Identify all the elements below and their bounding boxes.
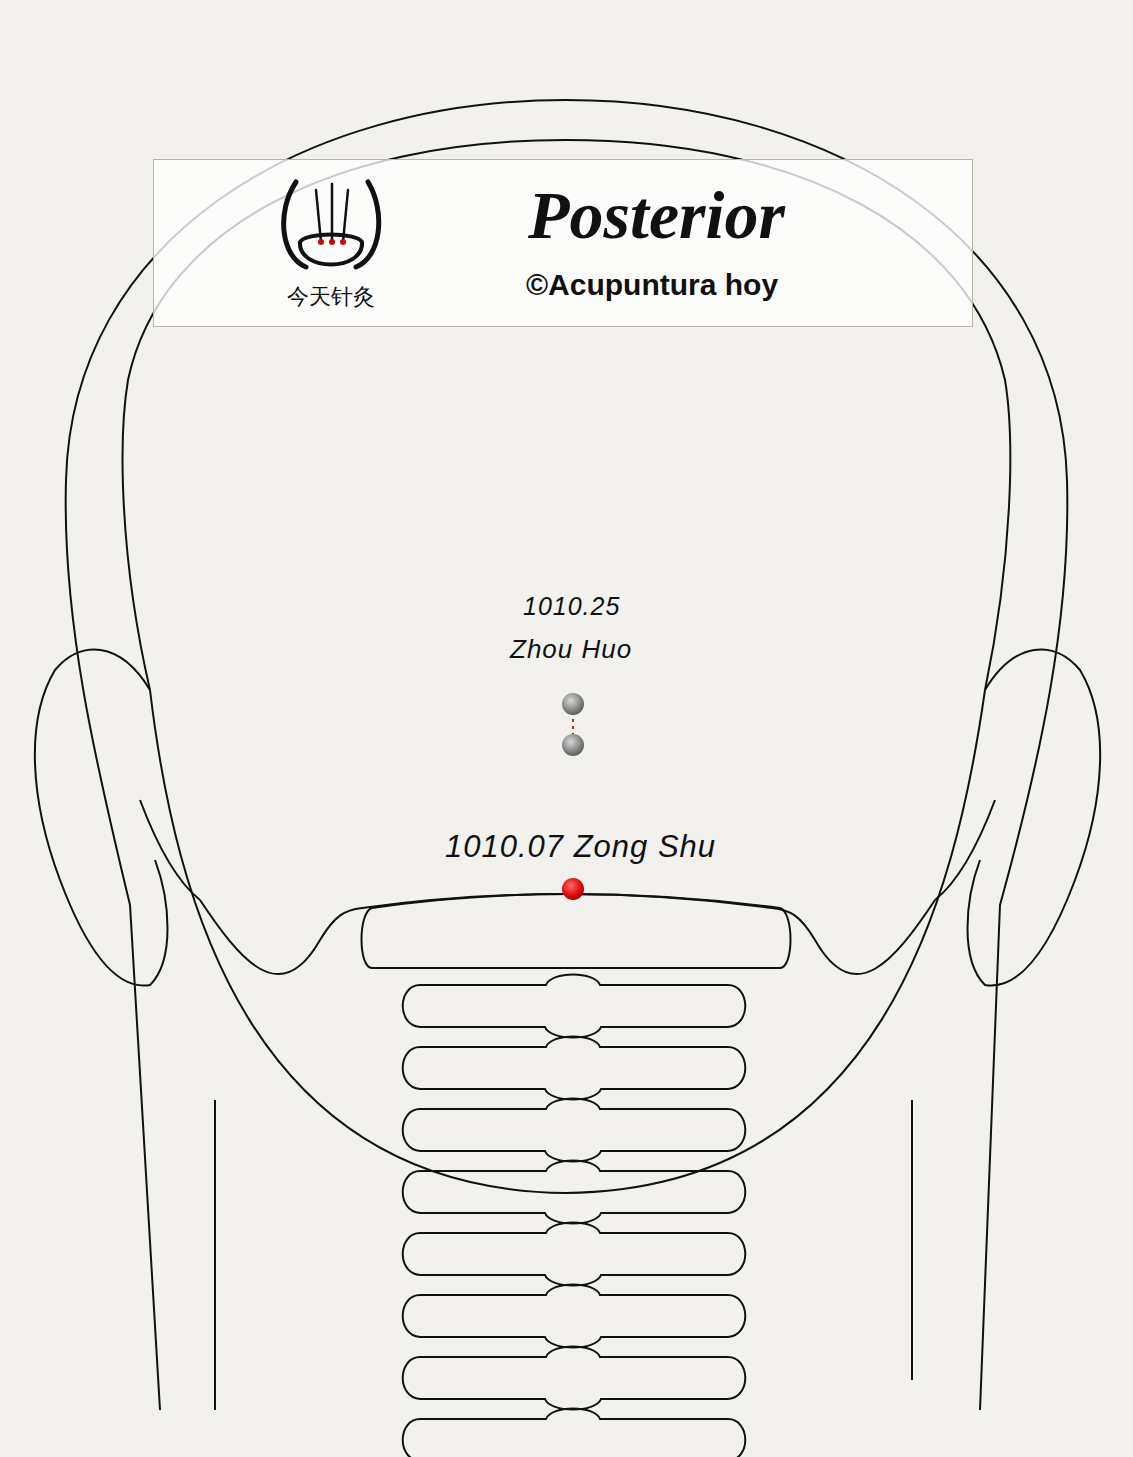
- logo-icon: [276, 172, 386, 282]
- vertebra: [403, 1037, 746, 1100]
- vertebra: [403, 1347, 746, 1410]
- title-box: 今天针灸 Posterior ©Acupuntura hoy: [153, 159, 973, 327]
- copyright-text: ©Acupuntura hoy: [526, 268, 778, 302]
- vertebra: [403, 975, 746, 1038]
- point-label: 1010.07 Zong Shu: [445, 829, 716, 865]
- vertebra: [403, 1223, 746, 1286]
- title-text: Posterior: [528, 176, 785, 255]
- vertebra: [403, 1161, 746, 1224]
- point-name: Zhou Huo: [510, 634, 632, 665]
- vertebra: [403, 1285, 746, 1348]
- vertebra: [403, 1099, 746, 1162]
- point-code: 1010.25: [523, 592, 620, 621]
- vertebra: [403, 1409, 746, 1457]
- logo-text: 今天针灸: [287, 282, 375, 312]
